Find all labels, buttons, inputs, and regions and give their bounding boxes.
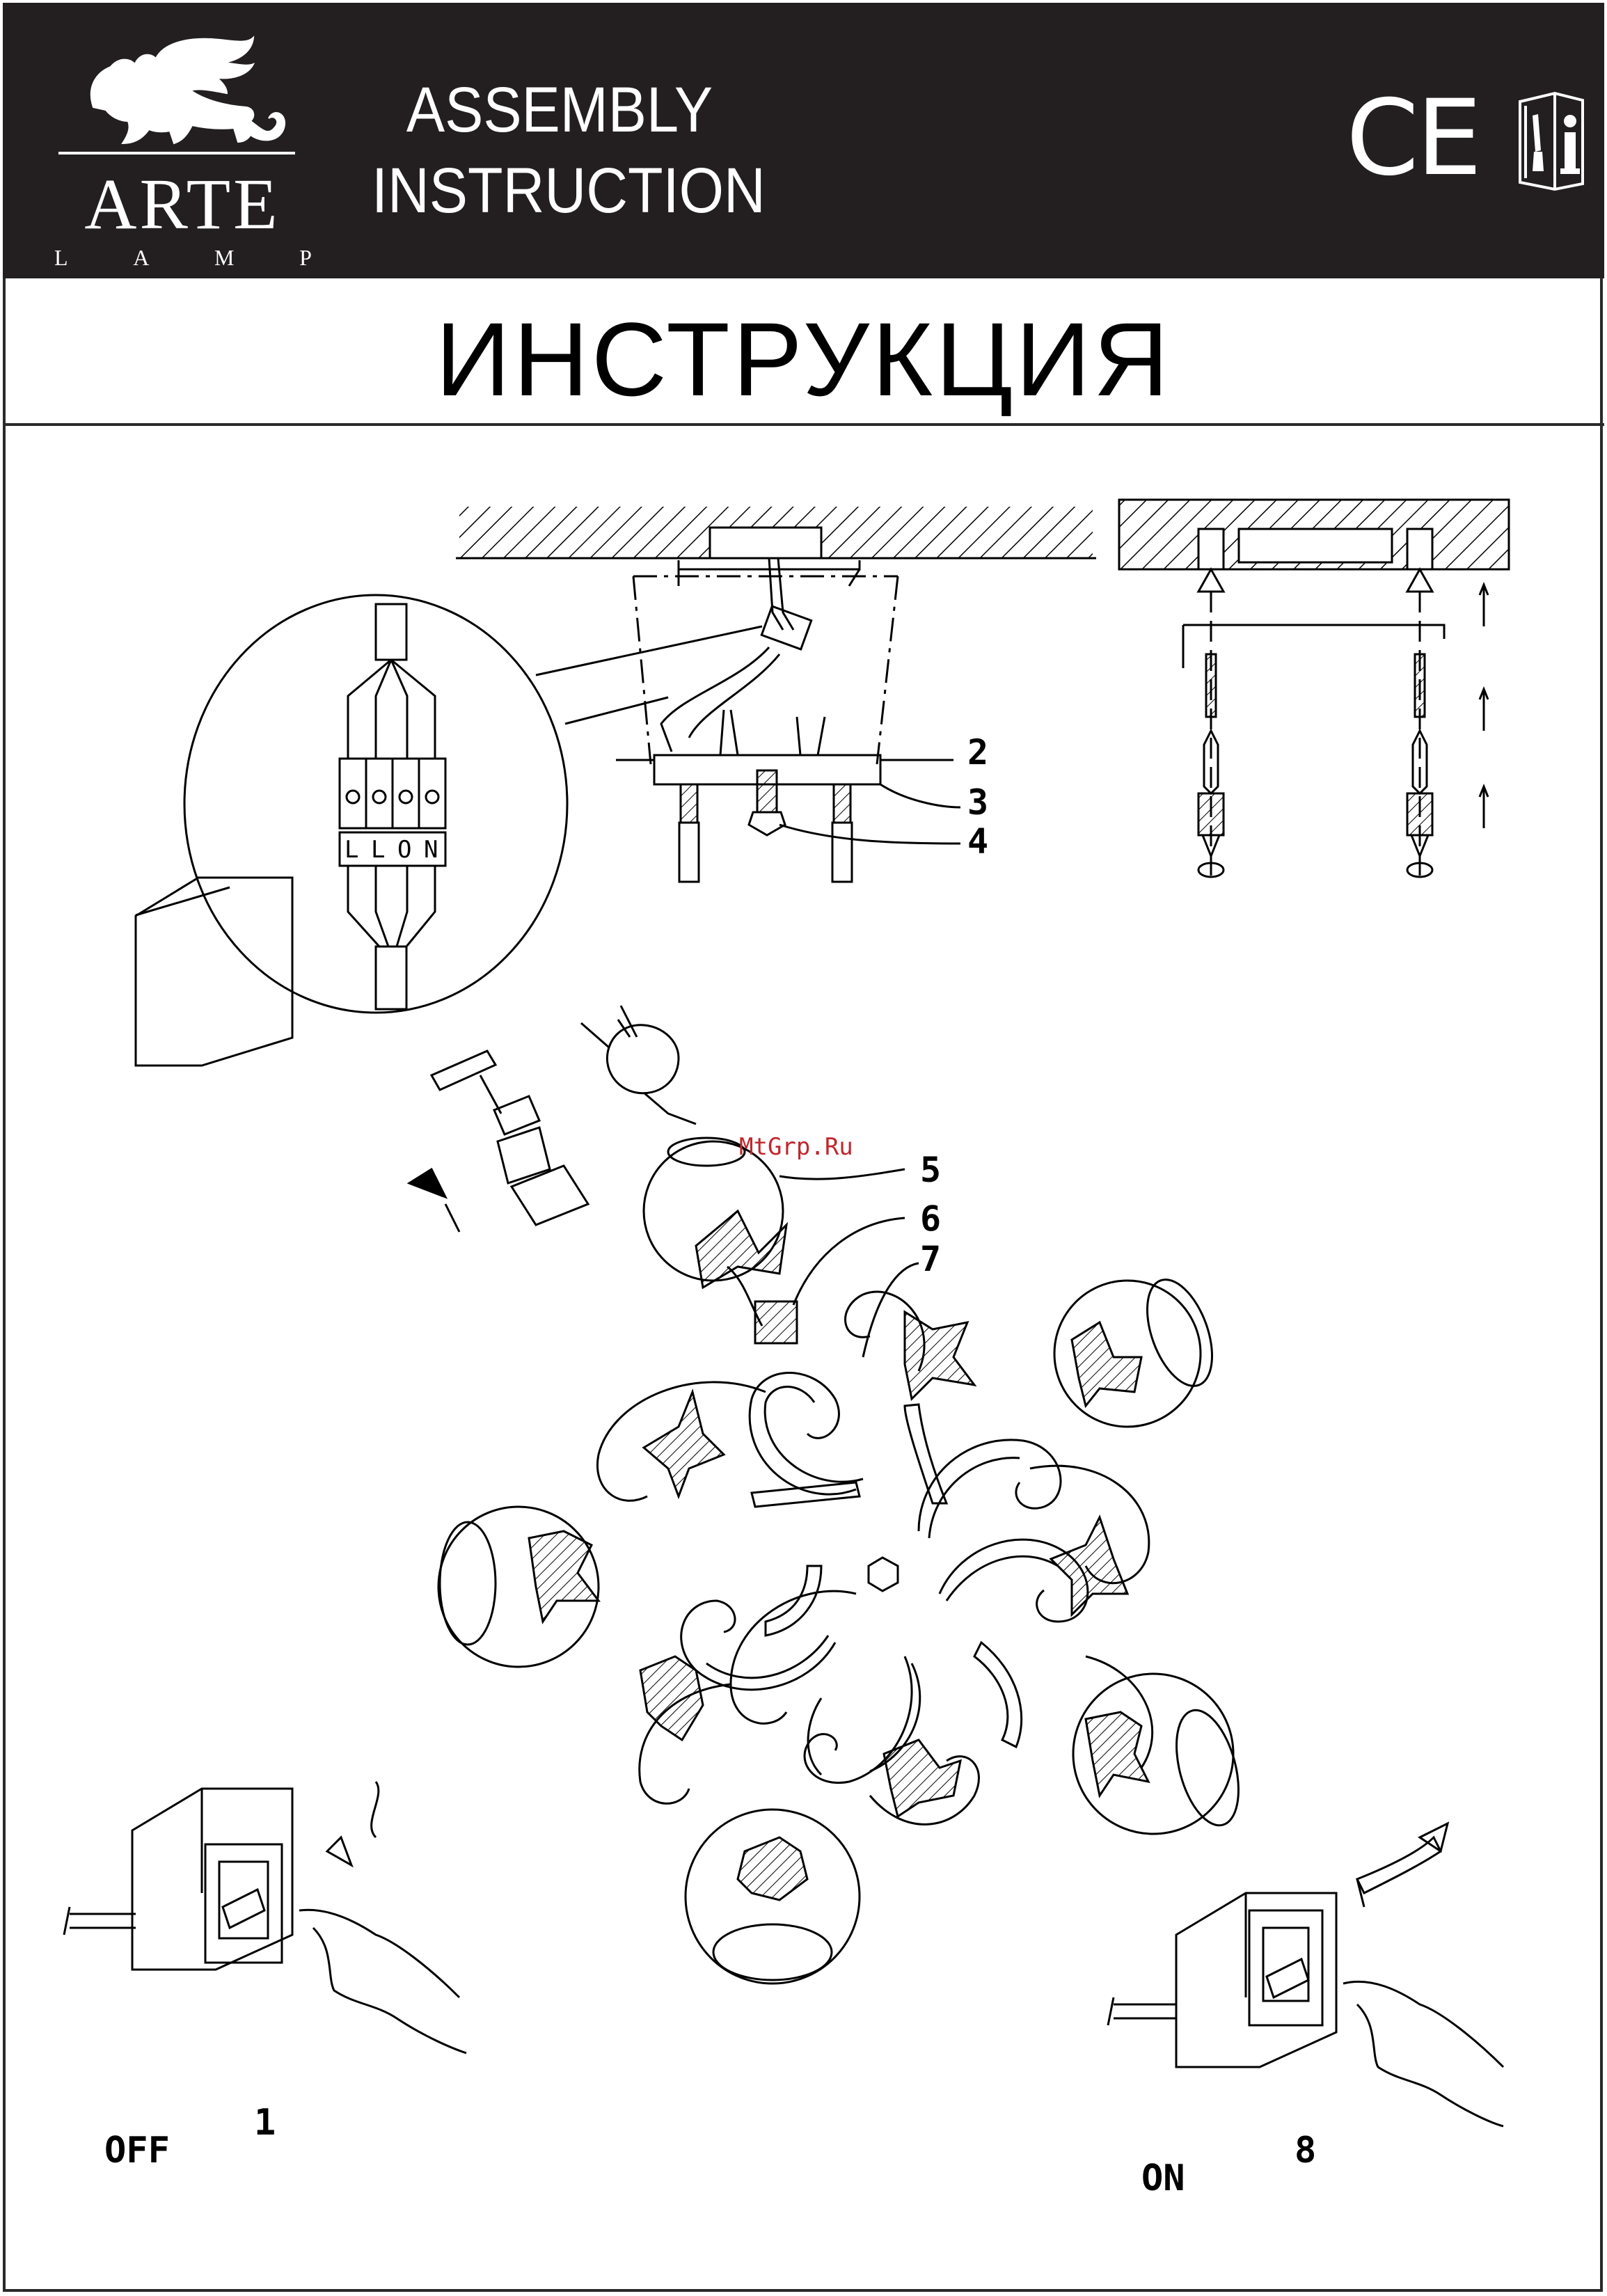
callout-2: 2	[967, 732, 988, 773]
light-switch-off	[64, 1782, 466, 2053]
light-switch-on	[1108, 1823, 1503, 2126]
wiring-terminal-labels: L L O N	[345, 836, 438, 864]
wiring-detail-circle	[184, 595, 567, 1013]
step-off-state: OFF	[104, 2130, 170, 2171]
bulb-assembly-sketch	[409, 1006, 696, 1232]
step-number-8: 8	[1295, 2130, 1316, 2171]
anchor-detail-diagram	[1119, 500, 1509, 884]
bulb-socket	[755, 1301, 797, 1343]
terminal-label: N	[424, 836, 438, 864]
terminal-label: L	[371, 836, 385, 864]
chandelier-drawing	[438, 1138, 1250, 1984]
switch-off-diagram	[136, 878, 292, 1066]
butterfly-decoration	[529, 1211, 1148, 1900]
terminal-label: L	[345, 836, 358, 864]
step-on-state: ON	[1141, 2158, 1185, 2199]
terminal-label: O	[397, 836, 411, 864]
callout-4: 4	[967, 821, 988, 862]
ceiling-mount-diagram	[456, 507, 1096, 882]
watermark: MtGrp.Ru	[739, 1133, 853, 1161]
callout-7: 7	[920, 1239, 941, 1279]
callout-3: 3	[967, 782, 988, 823]
step-number-1: 1	[254, 2102, 276, 2144]
callout-6: 6	[920, 1198, 941, 1239]
callout-5: 5	[920, 1150, 941, 1190]
